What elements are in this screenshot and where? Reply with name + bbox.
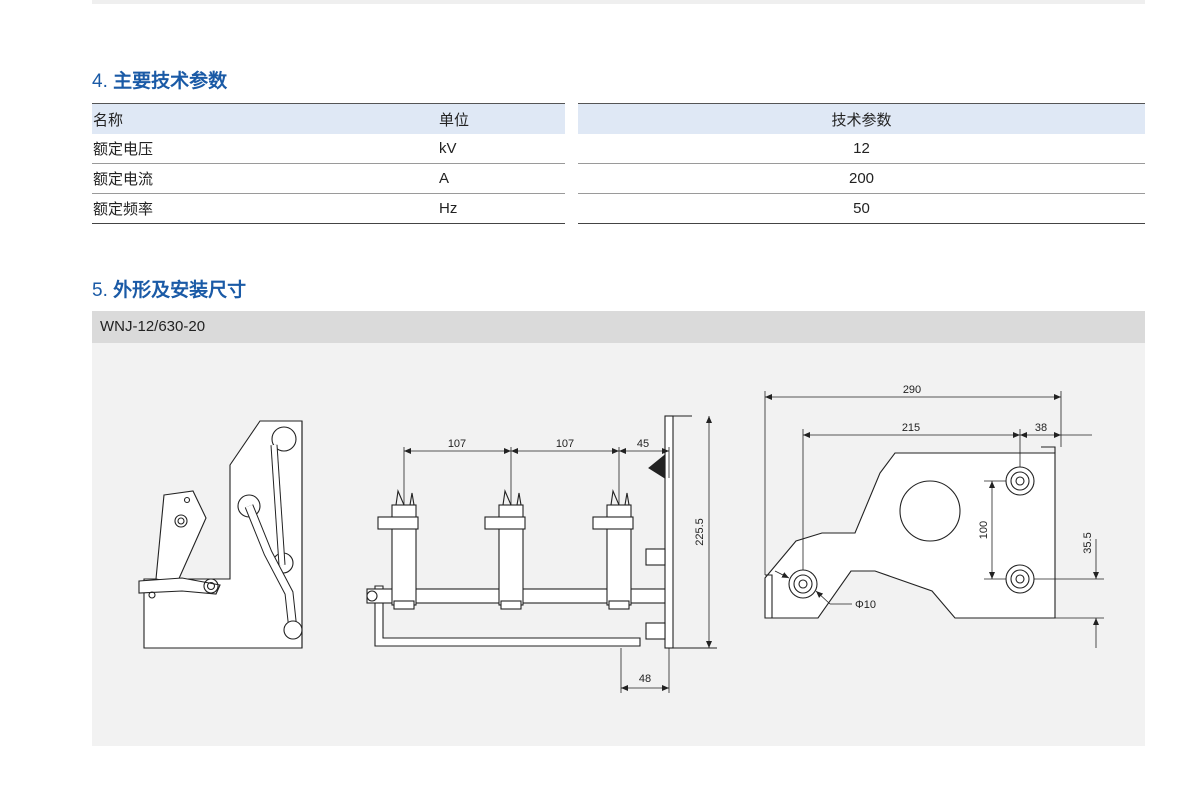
insulator-post-1 bbox=[377, 488, 419, 610]
top-rule bbox=[92, 0, 1145, 4]
dim-107-left: 107 bbox=[448, 438, 466, 450]
dim-48: 48 bbox=[639, 673, 651, 685]
dim-225-5: 225.5 bbox=[694, 518, 706, 546]
dim-107-right: 107 bbox=[556, 438, 574, 450]
model-label-bar: WNJ-12/630-20 bbox=[92, 311, 1145, 343]
section-title-technical-parameters: 4. 主要技术参数 bbox=[92, 71, 228, 92]
header-name: 名称 bbox=[92, 103, 439, 134]
table-header-row: 技术参数 bbox=[578, 103, 1145, 134]
row-name: 额定频率 bbox=[92, 193, 439, 224]
spec-table-values: 技术参数 12 200 50 bbox=[578, 103, 1145, 224]
dim-phi10: Φ10 bbox=[855, 599, 876, 611]
mounting-plate-drawing bbox=[764, 446, 1056, 619]
dim-290: 290 bbox=[903, 384, 921, 396]
mounting-plate-dimension-lines bbox=[764, 391, 1104, 648]
row-value: 50 bbox=[578, 193, 1145, 224]
row-name: 额定电流 bbox=[92, 163, 439, 194]
dim-38: 38 bbox=[1035, 422, 1047, 434]
section-title-dimensions: 5. 外形及安装尺寸 bbox=[92, 280, 247, 301]
dim-215: 215 bbox=[902, 422, 920, 434]
mounting-hole-left bbox=[788, 569, 818, 599]
front-view-dimension-lines bbox=[403, 416, 712, 693]
row-unit: A bbox=[439, 163, 565, 194]
row-name: 额定电压 bbox=[92, 134, 439, 164]
spec-table-name-unit: 名称 单位 额定电压 kV 额定电流 A 额定频率 Hz bbox=[92, 103, 565, 224]
table-header-row: 名称 单位 bbox=[92, 103, 565, 134]
table-row: 额定频率 Hz bbox=[92, 193, 565, 224]
drawing-area: 107 107 45 225.5 48 290 215 38 100 35.5 … bbox=[92, 343, 1145, 746]
table-row: 50 bbox=[578, 193, 1145, 224]
table-row: 200 bbox=[578, 163, 1145, 194]
dim-100: 100 bbox=[978, 521, 990, 539]
insulator-post-3 bbox=[592, 488, 634, 610]
mounting-hole-top-right bbox=[1005, 466, 1035, 496]
row-value: 12 bbox=[578, 134, 1145, 164]
mounting-hole-bottom-right bbox=[1005, 564, 1035, 594]
row-value: 200 bbox=[578, 163, 1145, 194]
insulator-post-2 bbox=[484, 488, 526, 610]
header-value: 技术参数 bbox=[578, 103, 1145, 134]
table-row: 额定电流 A bbox=[92, 163, 565, 194]
side-view-drawing bbox=[138, 420, 303, 649]
table-row: 12 bbox=[578, 134, 1145, 164]
table-row: 额定电压 kV bbox=[92, 134, 565, 164]
header-unit: 单位 bbox=[439, 103, 565, 134]
row-unit: Hz bbox=[439, 193, 565, 224]
dim-35-5: 35.5 bbox=[1082, 532, 1094, 553]
technical-drawings: 107 107 45 225.5 48 290 215 38 100 35.5 … bbox=[138, 384, 1104, 693]
model-label: WNJ-12/630-20 bbox=[100, 318, 206, 335]
row-unit: kV bbox=[439, 134, 565, 164]
dim-45: 45 bbox=[637, 438, 649, 450]
